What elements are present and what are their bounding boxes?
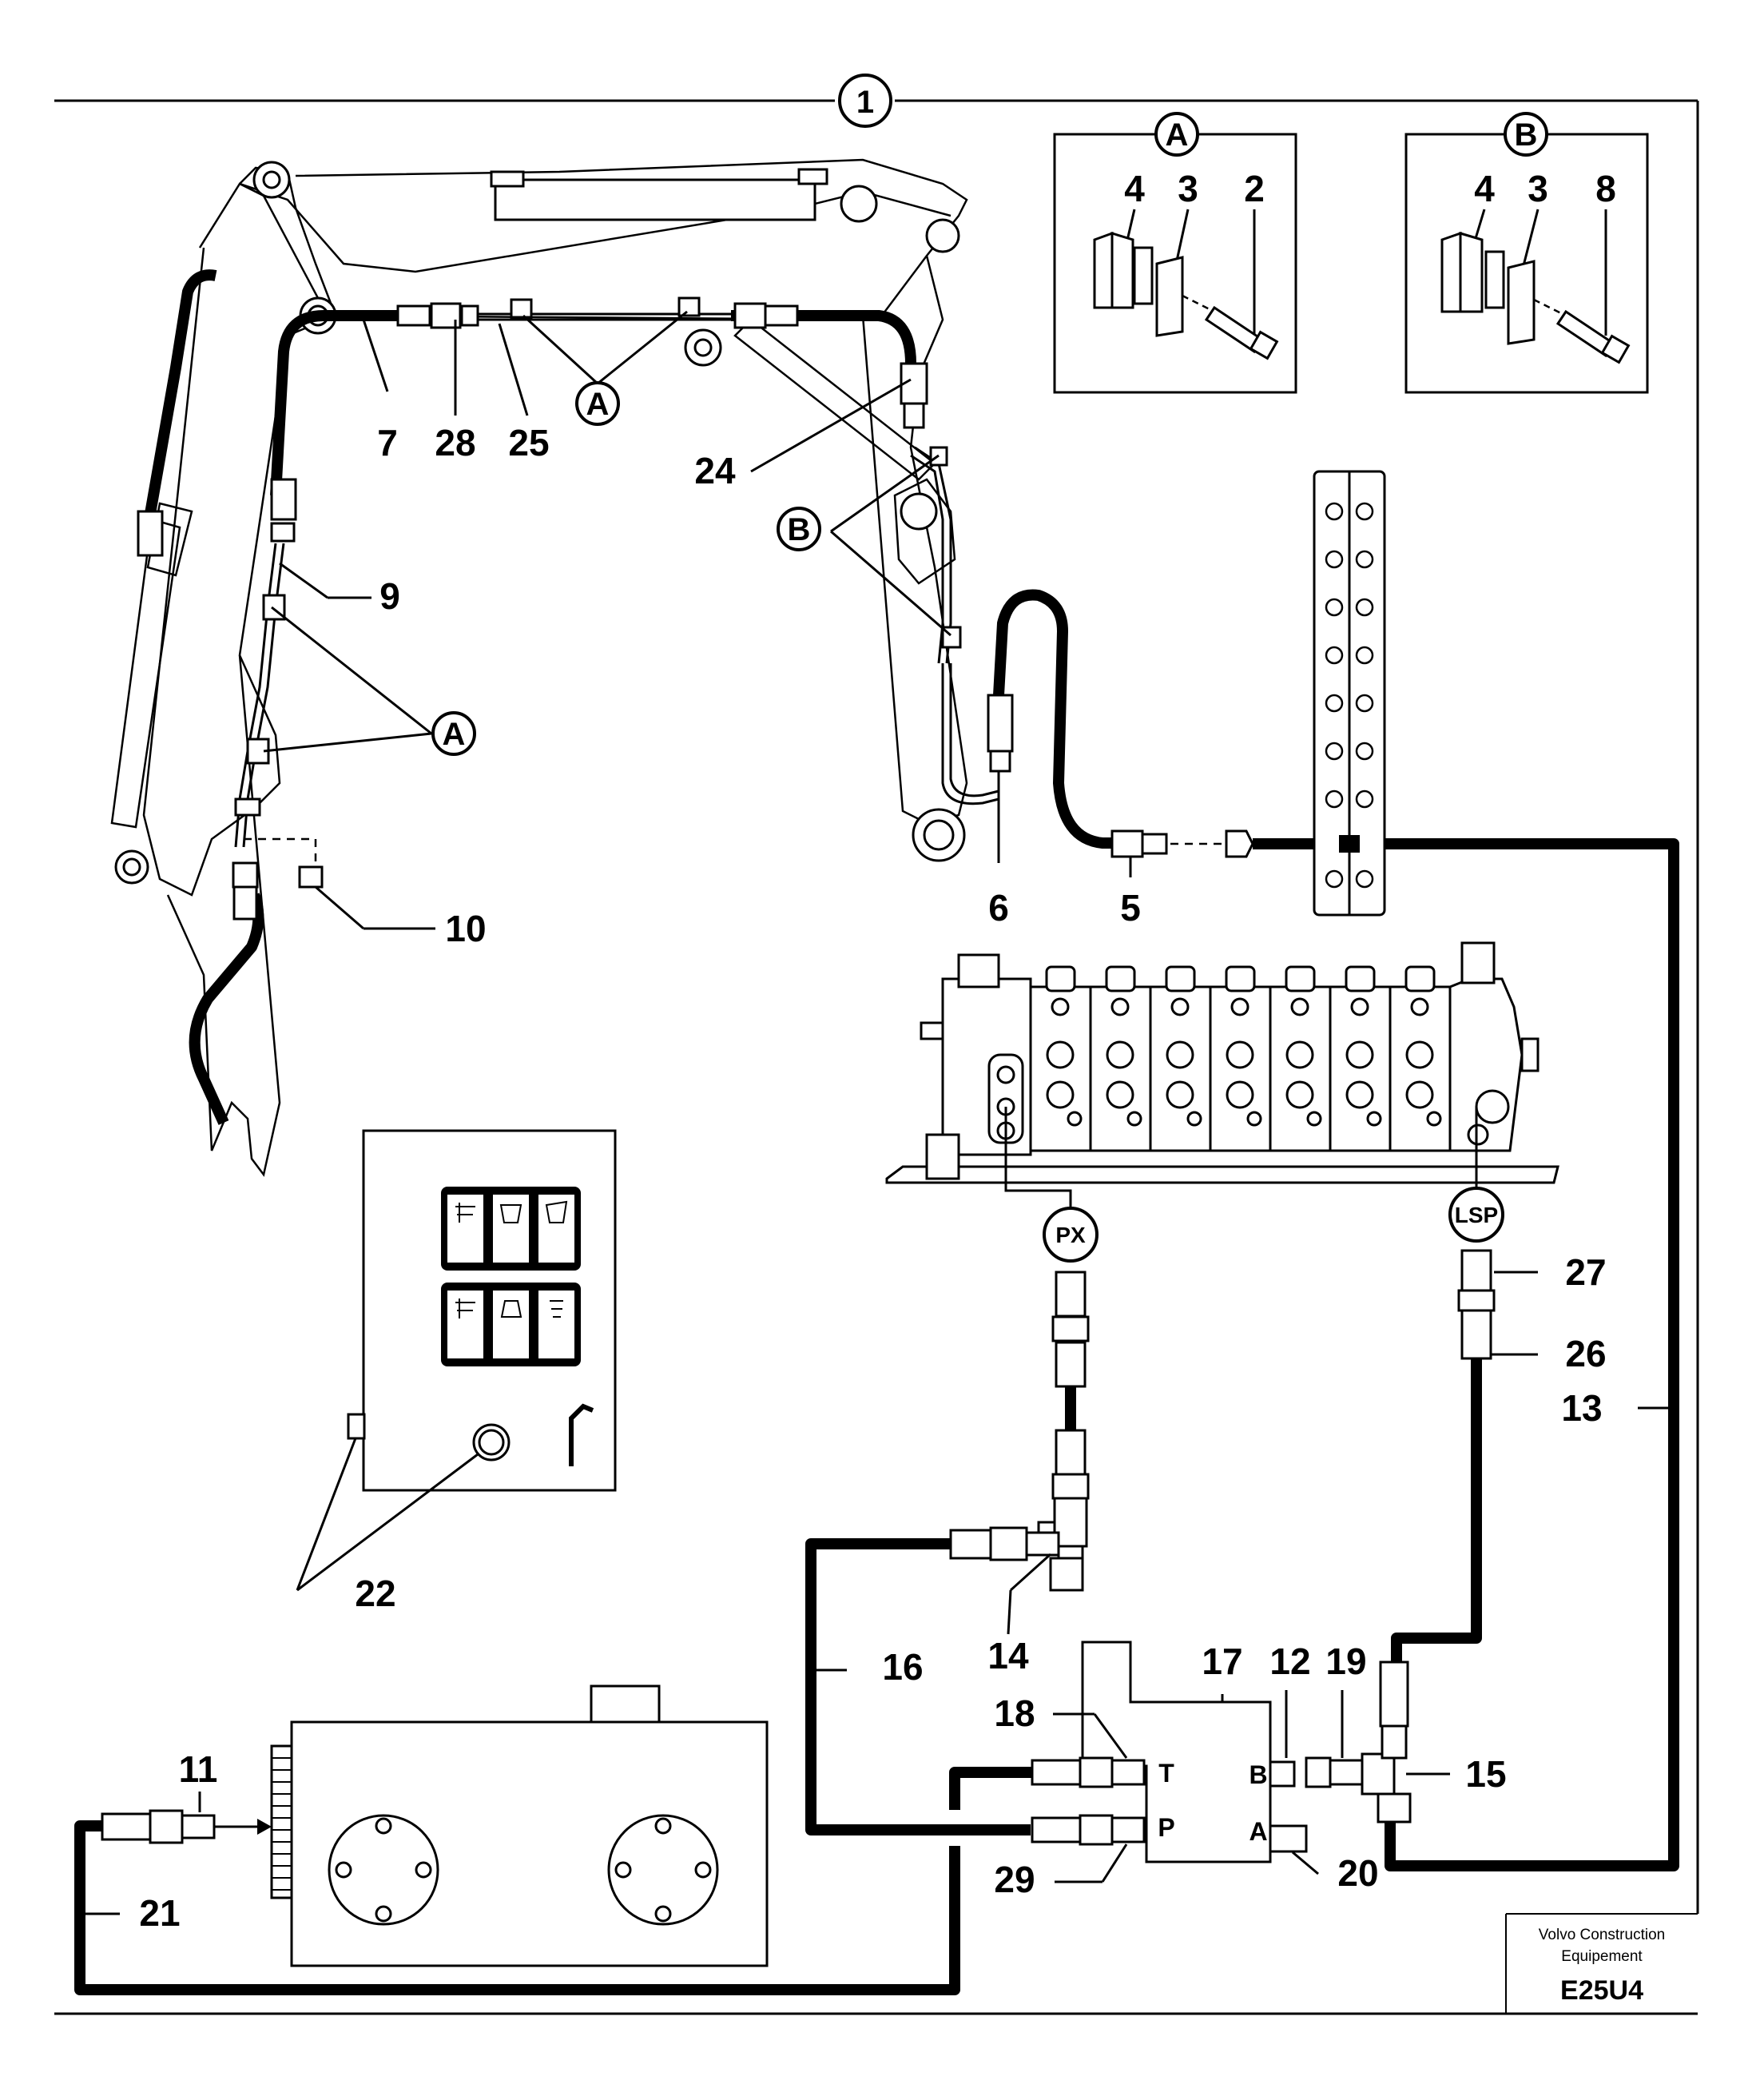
callout-label-10: 10: [445, 908, 486, 949]
callout-label-17: 17: [1202, 1641, 1242, 1682]
diagram-label: 3: [1528, 168, 1548, 209]
boom-arm-structure: [110, 158, 968, 1177]
footer-drawing-code: E25U4: [1560, 1975, 1643, 2006]
diagram-label: 8: [1595, 168, 1616, 209]
control-valve-block: [885, 941, 1559, 1184]
callout-label-19: 19: [1325, 1641, 1366, 1682]
valve-sections: [1029, 941, 1540, 1152]
callout-label-22: 22: [355, 1573, 395, 1614]
footer-company-line-2: Equipement: [1561, 1948, 1643, 1965]
callout-label-27: 27: [1565, 1251, 1606, 1293]
callout-label-11: 11: [179, 1748, 218, 1790]
footer: Volvo Construction Equipement E25U4: [1539, 1927, 1665, 2006]
hose-6-and-line-13: 6 5 13: [987, 589, 1679, 1871]
callout-label-26: 26: [1565, 1333, 1606, 1374]
hydraulic-tank: 11 21: [74, 1684, 960, 1995]
diagram-label: A: [1166, 117, 1189, 153]
diagram-label: 3: [1178, 168, 1198, 209]
frame: [54, 99, 1699, 2015]
callout-label-24: 24: [694, 450, 736, 491]
callout-label-29: 29: [994, 1859, 1035, 1900]
diagram-label: B: [1515, 117, 1538, 153]
px-marker: PX: [1055, 1223, 1086, 1247]
cab-panel: 22: [296, 1129, 617, 1614]
callout-label-5: 5: [1120, 887, 1141, 929]
diagram-label: 4: [1124, 168, 1145, 209]
callout-label-21: 21: [139, 1892, 180, 1934]
callout-label-12: 12: [1269, 1641, 1310, 1682]
line-16: 14 16: [805, 1526, 1084, 1835]
diagram-label: P: [1158, 1813, 1174, 1842]
callout-label-7: 7: [377, 422, 398, 463]
footer-company-line-1: Volvo Construction: [1539, 1927, 1665, 1943]
callout-label-13: 13: [1561, 1387, 1602, 1429]
diagram-label: T: [1158, 1759, 1174, 1788]
diagram-label: A: [586, 387, 610, 422]
diagram-label: 4: [1474, 168, 1495, 209]
diverter-valve-17: T P B A 17 18 29 12 19 20: [949, 1641, 1507, 1900]
boom-callouts: 7 28 25 A 24 B 9 A 10: [263, 310, 952, 949]
clip-strip: [1313, 470, 1386, 917]
diagram-label: A: [443, 717, 466, 752]
diagram-label: B: [788, 512, 811, 547]
diagram-label: 2: [1244, 168, 1265, 209]
callout-label-16: 16: [882, 1646, 923, 1688]
diagram-label: B: [1249, 1760, 1267, 1789]
callout-label-28: 28: [435, 422, 475, 463]
callout-label-14: 14: [987, 1635, 1029, 1676]
callout-label-25: 25: [508, 422, 549, 463]
detail-box-a: A 4 3 2: [1053, 112, 1297, 394]
lsp-marker: LSP: [1455, 1203, 1498, 1227]
callout-label-15: 15: [1465, 1753, 1506, 1795]
callout-label-18: 18: [994, 1692, 1035, 1734]
boom-hoses: [137, 269, 999, 1125]
callout-label-6: 6: [988, 887, 1009, 929]
diagram-label: A: [1249, 1817, 1267, 1846]
pilot-lines: PX LSP 27 26: [1004, 1107, 1607, 1662]
detail-box-b: B 4 3 8: [1404, 112, 1649, 394]
main-reference-circle: 1: [838, 74, 892, 128]
callout-label-9: 9: [379, 575, 400, 617]
diagram-label: 1: [856, 85, 874, 120]
callout-label-20: 20: [1337, 1852, 1378, 1894]
